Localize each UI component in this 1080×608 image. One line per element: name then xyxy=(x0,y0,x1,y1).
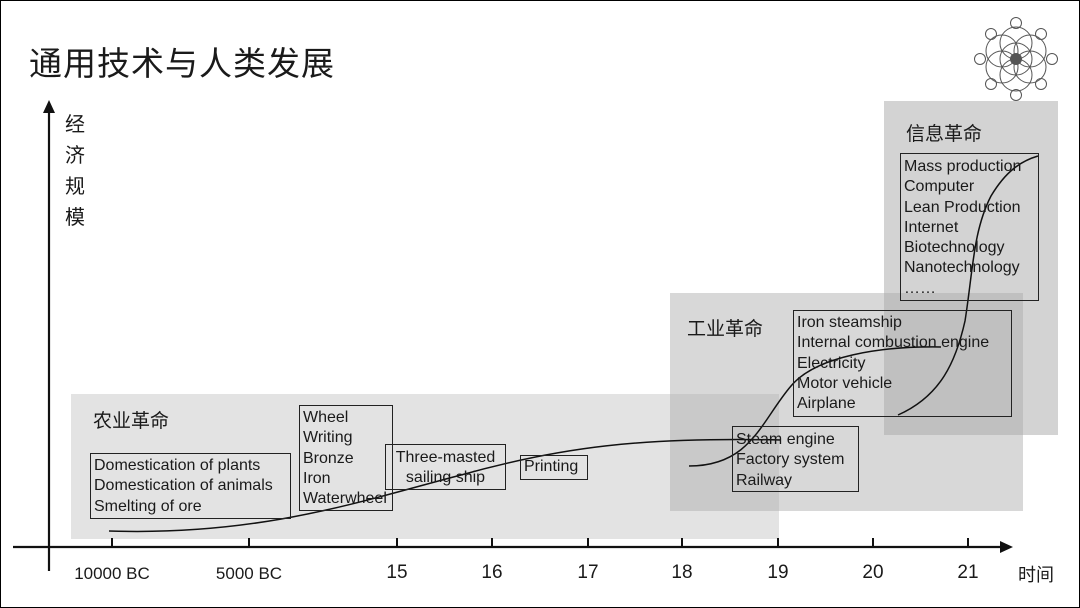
x-tick-label: 16 xyxy=(481,562,503,583)
y-axis xyxy=(43,100,55,571)
era-agricultural-label: 农业革命 xyxy=(93,410,170,432)
tech-box-first-industrial: Steam engine Factory system Railway xyxy=(732,426,859,492)
tech-item: Domestication of animals xyxy=(94,477,273,495)
tech-item: Nanotechnology xyxy=(904,259,1020,277)
tech-item: Three-masted xyxy=(395,449,496,466)
era-information-region xyxy=(884,101,1058,435)
tech-item: Iron steamship xyxy=(797,314,902,331)
x-tick-label: 18 xyxy=(671,562,693,583)
tech-box-agricultural-basics: Domestication of plants Domestication of… xyxy=(90,453,291,519)
x-tick-label: 15 xyxy=(386,562,408,583)
information-growth-curve xyxy=(897,155,1039,416)
tech-item: Biotechnology xyxy=(904,239,1005,257)
x-axis xyxy=(13,541,1013,553)
tech-item: Motor vehicle xyxy=(797,374,893,392)
y-axis-label-char: 济 xyxy=(65,143,85,167)
tech-box-printing: Printing xyxy=(520,455,588,480)
tech-item: Writing xyxy=(303,429,353,447)
tech-item: Computer xyxy=(904,178,975,196)
tech-item: Printing xyxy=(524,458,579,475)
y-axis-arrow-icon xyxy=(43,100,55,113)
tech-item: Railway xyxy=(736,471,793,489)
tech-box-sailing-ship: Three-masted sailing ship xyxy=(385,444,506,490)
page-title: 通用技术与人类发展 xyxy=(29,44,335,83)
x-axis-arrow-icon xyxy=(1000,541,1013,553)
tech-item: Wheel xyxy=(303,409,349,426)
era-agricultural-region xyxy=(71,394,779,539)
y-axis-label-char: 规 xyxy=(65,174,85,198)
x-axis-tick-marks xyxy=(111,538,969,547)
tech-item: Internal combustion engine xyxy=(797,334,990,352)
x-tick-label: 5000 BC xyxy=(215,564,283,583)
tech-item: Mass production xyxy=(904,158,1022,175)
x-tick-label: 20 xyxy=(862,562,884,583)
x-tick-label: 19 xyxy=(767,562,789,583)
y-axis-label-char: 经 xyxy=(65,112,85,136)
era-information-label: 信息革命 xyxy=(906,123,983,145)
tech-item: sailing ship xyxy=(405,469,486,487)
tech-item: Internet xyxy=(904,218,959,236)
tech-box-information-age: Mass production Computer Lean Production… xyxy=(900,153,1039,301)
y-axis-label-char: 模 xyxy=(65,205,85,229)
tech-item: Factory system xyxy=(736,451,845,469)
tech-item: Steam engine xyxy=(736,431,835,448)
x-axis-label: 时间 xyxy=(1018,565,1054,586)
tech-item: Iron xyxy=(303,469,331,487)
x-tick-label: 21 xyxy=(957,562,979,583)
agricultural-growth-curve xyxy=(108,438,782,533)
x-tick-label: 10000 BC xyxy=(74,564,150,583)
tech-item: Smelting of ore xyxy=(94,497,202,515)
tech-item: …… xyxy=(904,279,936,297)
tech-item: Airplane xyxy=(797,395,856,413)
tech-item: Lean Production xyxy=(904,198,1021,216)
tech-item: Domestication of plants xyxy=(94,457,261,474)
tech-item: Electricity xyxy=(797,354,866,372)
era-industrial-label: 工业革命 xyxy=(687,318,764,340)
flower-of-life-logo-icon xyxy=(974,17,1058,101)
tech-box-second-industrial: Iron steamship Internal combustion engin… xyxy=(793,310,1012,417)
x-tick-label: 17 xyxy=(577,562,599,583)
y-axis-label: 经 济 规 模 xyxy=(65,109,89,233)
tech-item: Waterwheel xyxy=(303,490,387,508)
tech-box-ancient-inventions: Wheel Writing Bronze Iron Waterwheel xyxy=(299,405,393,511)
industrial-growth-curve xyxy=(688,346,942,467)
tech-item: Bronze xyxy=(303,449,354,467)
